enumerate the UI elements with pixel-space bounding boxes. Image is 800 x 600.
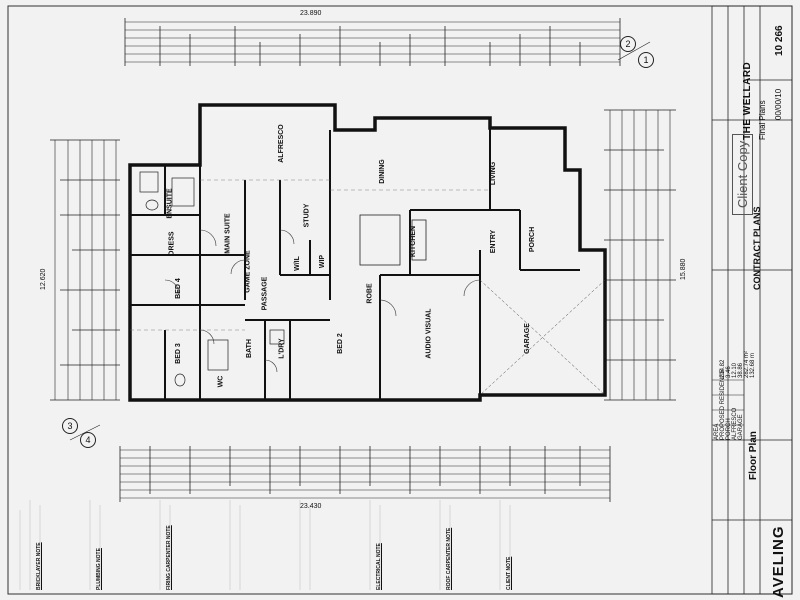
company-logo: AVELING [770,525,787,598]
room-label-entry: ENTRY [490,229,498,254]
room-label-audio-visual: AUDIO VISUAL [425,308,433,359]
plan-stage: Final Plans [758,100,767,140]
note-heading-roof: ROOF CARPENTER NOTE [446,527,452,590]
left-dimensions [50,139,120,401]
note-heading-plumbing: PLUMBING NOTE [96,548,102,590]
area-row-label: GARAGE [738,414,744,440]
area-row-value: 132.68 m [750,352,756,378]
bottom-dimensions [119,446,611,502]
room-label-living: LIVING [490,161,498,186]
project-name: THE WELLARD [742,61,753,140]
title-block [711,5,793,595]
interior-walls [130,128,580,400]
room-label-wil: W/IL [293,256,301,271]
section-marker: 3 [62,418,78,434]
wet-area-fixtures [139,171,285,387]
section-marker: 1 [638,52,654,68]
dimension-top-total: 23.890 [300,10,322,17]
dimension-bottom-total: 23.430 [300,503,322,510]
room-label-dress: DRESS [168,231,176,256]
dimension-right-total: 15.880 [680,258,687,280]
room-label-wc: WC [217,375,225,388]
dimension-left-total: 12.620 [40,268,47,290]
room-label-passage: PASSAGE [261,276,269,311]
room-label-main-suite: MAIN SUITE [224,213,232,254]
note-heading-electrical: ELECTRICAL NOTE [376,543,382,590]
revision-date: 00/00/10 [774,88,783,120]
room-label-laundry: L'DRY [278,338,286,359]
room-label-dining: DINING [378,159,386,184]
room-label-bed2: BED 2 [336,333,344,354]
room-label-wip: WIP [319,254,327,269]
room-label-alfresco: ALFRESCO [277,124,285,163]
room-label-ensuite: ENSUITE [166,188,174,219]
room-label-bed3: BED 3 [174,343,182,364]
note-heading-client: CLIENT NOTE [506,556,512,590]
section-marker: 2 [620,36,636,52]
room-label-game-zone: GAME ZONE [244,250,252,293]
room-label-bed4: BED 4 [174,278,182,299]
room-label-study: STUDY [303,203,311,228]
right-dimensions [604,109,676,401]
room-label-garage: GARAGE [523,323,531,354]
section-marker: 4 [80,432,96,448]
slab-lines [130,179,490,331]
door-swings [164,229,481,373]
room-label-porch: PORCH [529,226,537,253]
client-copy-stamp: Client Copy [732,133,753,215]
note-heading-firing: FIRING CARPENTER NOTE [166,525,172,590]
top-dimensions [124,18,621,66]
room-label-kitchen: KITCHEN [410,225,418,258]
job-number: 10 266 [774,25,785,56]
note-heading-brickwork: BRICKLAYER NOTE [36,542,42,590]
room-label-bath: BATH [245,339,253,358]
drawing-title: Floor Plan [748,431,759,480]
plan-type: CONTRACT PLANS [752,206,762,291]
room-label-robe: ROBE [366,283,374,304]
kitchen-island [359,214,427,266]
notes-columns [19,500,511,590]
exterior-walls [128,103,607,402]
garage-cross [479,279,606,396]
sheet-border [7,5,793,595]
